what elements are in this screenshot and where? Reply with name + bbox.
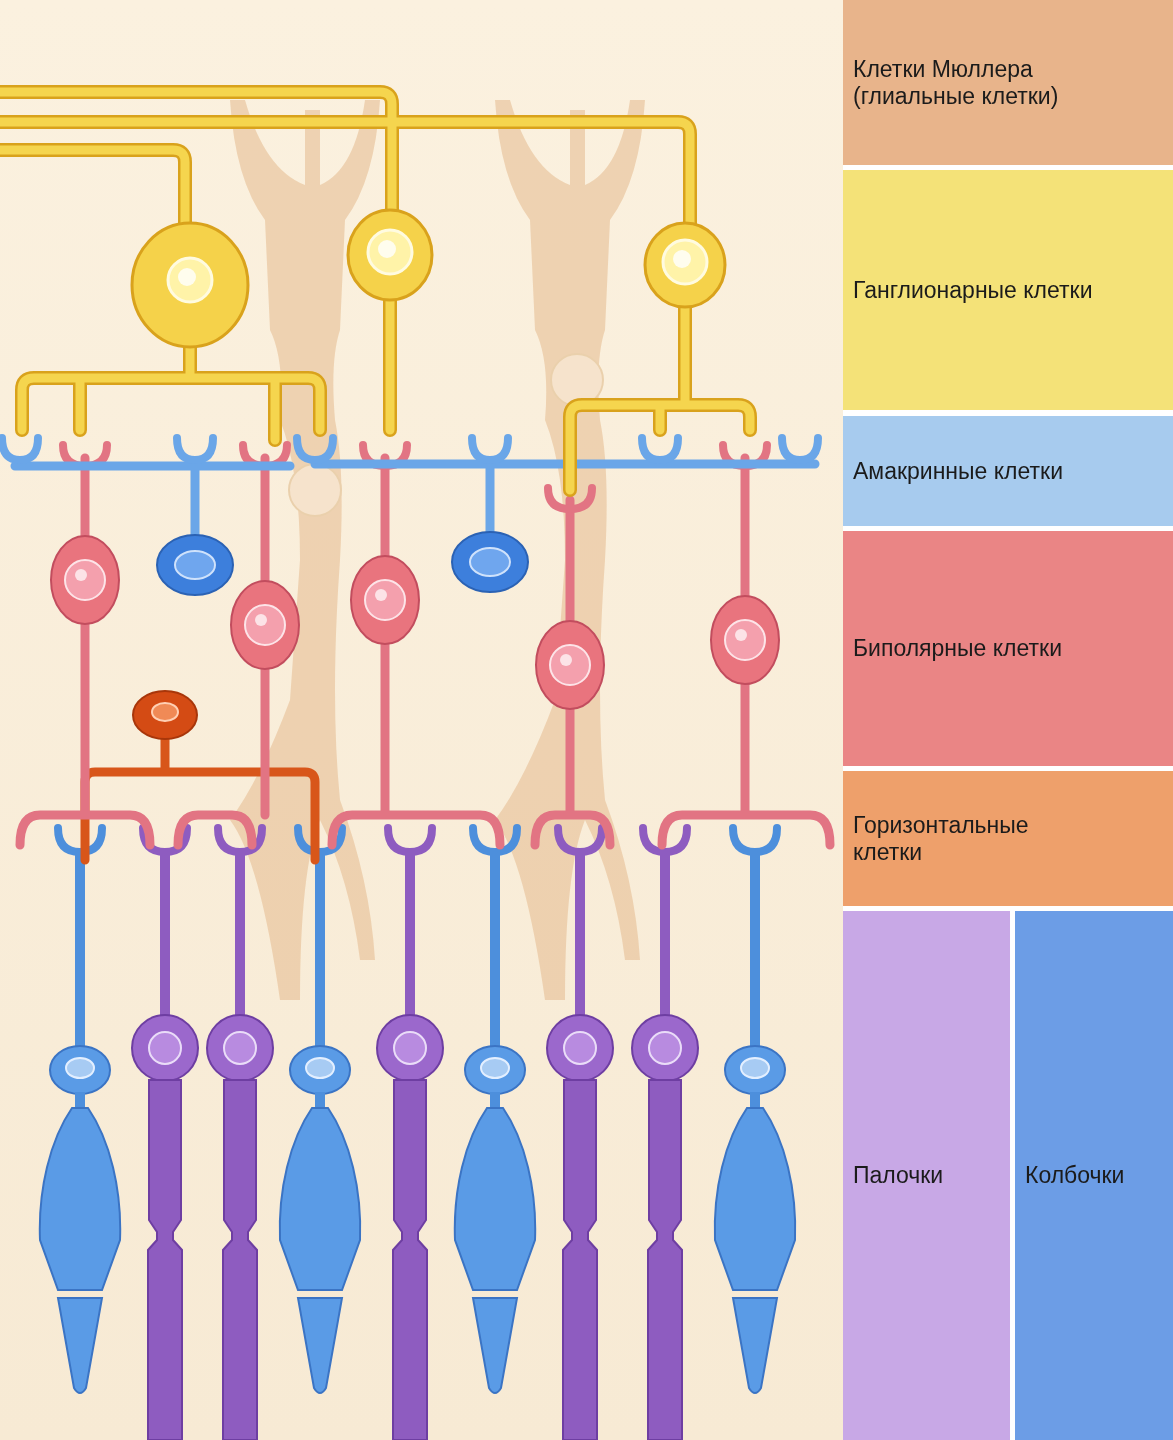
bipolar-soma [51, 536, 119, 624]
bipolar-cells [20, 445, 830, 845]
ganglion-cells [0, 92, 750, 490]
bipolar-bodies [51, 536, 779, 709]
bipolar-synapse [63, 445, 767, 509]
rod-cell [547, 828, 613, 1440]
muller-nucleus [289, 464, 341, 516]
rod-cell [632, 828, 698, 1440]
muller-nuclei [289, 354, 603, 516]
ganglion-soma [645, 223, 725, 307]
ganglion-nucleus [663, 240, 707, 284]
rod-cell [207, 828, 273, 1440]
cell-type-band: Биполярные клетки [843, 531, 1173, 766]
bipolar-soma [711, 596, 779, 684]
bipolar-process [662, 458, 830, 845]
retina-illustration [0, 0, 843, 1440]
cell-type-band: Ганглионарные клетки [843, 170, 1173, 410]
photoreceptors [40, 828, 795, 1440]
background [0, 0, 843, 1440]
band-label: Горизонтальные клетки [853, 812, 1093, 865]
cone-cell [280, 828, 360, 1393]
horizontal-cell [85, 691, 315, 860]
band-label: Амакринные клетки [853, 458, 1063, 484]
rod-cell [132, 828, 198, 1440]
band-label: Клетки Мюллера (глиальные клетки) [853, 56, 1093, 109]
cell-type-band: Клетки Мюллера (глиальные клетки) [843, 0, 1173, 165]
bipolar-process [535, 500, 610, 845]
amacrine-soma [452, 532, 528, 592]
cell-type-band: Палочки [843, 911, 1010, 1440]
cone-cell [455, 828, 535, 1393]
band-label: Палочки [853, 1162, 943, 1188]
bipolar-process [332, 458, 500, 845]
ganglion-soma [348, 210, 432, 300]
bipolar-soma [231, 581, 299, 669]
ganglion-nucleus [368, 230, 412, 274]
bipolar-process [20, 458, 150, 845]
cell-type-band: Горизонтальные клетки [843, 771, 1173, 906]
cell-type-band: Амакринные клетки [843, 416, 1173, 526]
amacrine-soma [157, 535, 233, 595]
cone-cell [715, 828, 795, 1393]
amacrine-cells [2, 438, 818, 595]
band-label: Ганглионарные клетки [853, 277, 1093, 303]
cell-type-band: Колбочки [1015, 911, 1173, 1440]
bipolar-soma [351, 556, 419, 644]
band-label: Колбочки [1025, 1162, 1124, 1188]
band-label: Биполярные клетки [853, 635, 1062, 661]
ganglion-soma [132, 223, 248, 347]
cone-cell [40, 828, 120, 1393]
bipolar-soma [536, 621, 604, 709]
ganglion-nucleus [168, 258, 212, 302]
rod-cell [377, 828, 443, 1440]
